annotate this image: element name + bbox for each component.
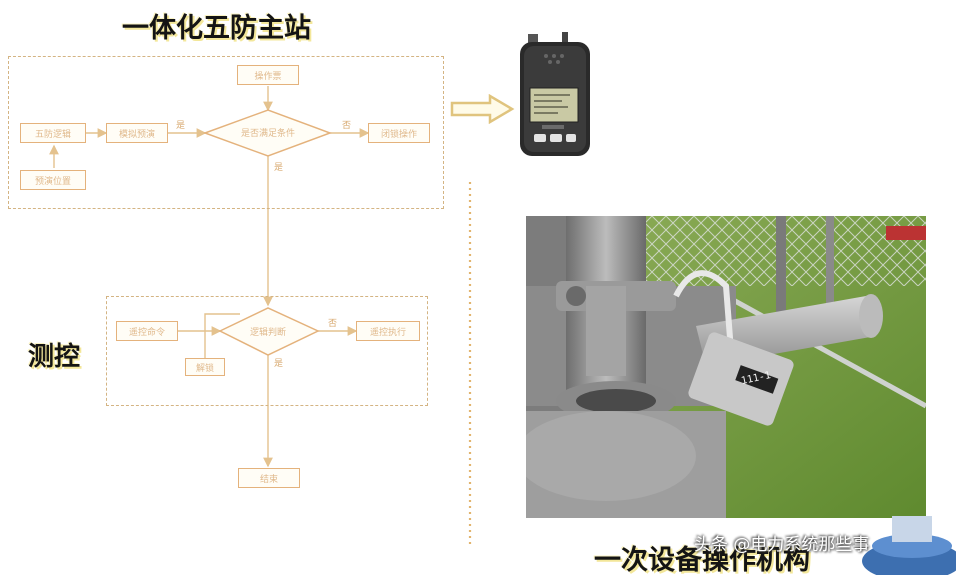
operating-mechanism-photo [526,216,926,518]
node-lock-operation: 闭锁操作 [368,123,430,143]
upper-decision-diamond [202,109,333,157]
arrow-right-icon [450,94,515,124]
watermark: 头条 @电力系统那些事 [694,535,870,555]
label-yes-upper: 是 [176,121,186,131]
node-remote-execute: 遥控执行 [356,321,420,341]
lower-decision-label: 逻辑判断 [249,328,286,338]
primary-equipment-title: 一次设备操作机构 [594,545,810,576]
node-five-defense-logic: 五防逻辑 [20,123,86,143]
insulator-decoration-icon [862,516,956,575]
node-preview-position: 预演位置 [20,170,86,190]
label-no-lower: 否 [328,319,338,329]
node-unlock: 解锁 [185,358,225,376]
lower-flow-region [106,296,428,406]
node-remote-command: 遥控命令 [116,321,178,341]
lower-decision-diamond [218,307,320,356]
node-operation-ticket: 操作票 [237,65,299,85]
node-simulation: 模拟预演 [106,123,168,143]
upper-flow-region [8,56,444,209]
upper-decision-label: 是否满足条件 [240,129,295,139]
node-end: 结束 [238,468,300,488]
computer-key-device-image [520,32,590,156]
label-no-upper: 否 [342,121,352,131]
measure-control-title: 测控 [28,342,81,372]
label-down-lower: 是 [274,359,284,369]
flowchart-connectors [49,86,472,546]
main-title: 一体化五防主站 [122,13,311,44]
label-down-upper: 是 [274,163,284,173]
